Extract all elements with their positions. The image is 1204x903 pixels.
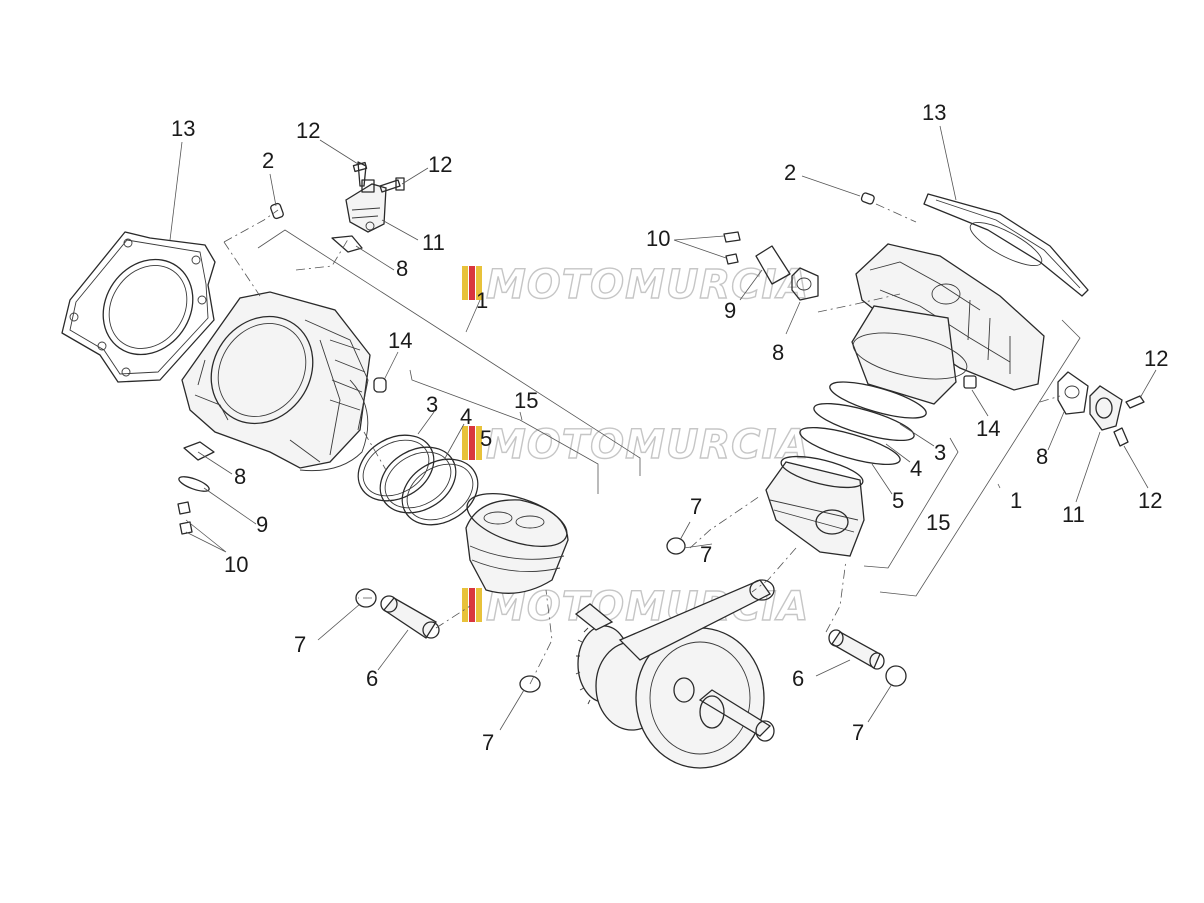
tensioner-right [1089,385,1123,431]
piston-right [765,455,865,557]
callout-3-left: 3 [426,392,438,417]
bolt-12-left-a [352,161,368,187]
bolt-12-right-b [1113,427,1129,447]
callout-12-left-b: 12 [428,152,452,177]
callout-9-left: 9 [256,512,268,537]
assembly-lines [223,203,1061,685]
callout-4-left: 4 [460,404,472,429]
head-gasket-left [61,231,216,383]
circlip-7-right-b [885,665,907,687]
cylinder-right [851,243,1045,405]
callout-11-left: 11 [422,230,445,255]
callout-7-right-c: 7 [852,720,864,745]
tensioner-left [345,179,387,233]
watermark-text: MOTOMURCIA [486,422,809,468]
callout-7-left-a: 7 [294,632,306,657]
callout-13-right: 13 [922,100,946,125]
watermark-text: MOTOMURCIA [486,584,809,630]
bracket-15-left [409,369,599,494]
cylinder-left [181,291,371,472]
callout-7-left-b: 7 [482,730,494,755]
callout-10-left: 10 [224,552,248,577]
dowel-pin-right [860,192,875,205]
callout-12-right-a: 12 [1144,346,1168,371]
callout-6-left: 6 [366,666,378,691]
piston-rings-right [799,381,927,466]
callout-13-left: 13 [171,116,195,141]
gasket-9-left [178,476,210,492]
watermark-flag-icon [462,266,468,300]
watermark-flag-icon [462,588,468,622]
bracket-15-right [863,437,959,569]
circlip-7-right-a [666,537,686,555]
callout-2-right: 2 [784,160,796,185]
callout-12-right-b: 12 [1138,488,1162,513]
bolt-12-right-a [1125,395,1145,409]
callout-7-right-b: 7 [700,542,712,567]
gasket-8-right-side [1057,371,1089,415]
callout-8-right-side: 8 [1036,444,1048,469]
piston-rings-left [357,434,479,526]
callout-8-left-top: 8 [396,256,408,281]
piston-pin-right [828,629,885,670]
bolts-10-right [723,231,741,265]
callout-1-right: 1 [1010,488,1022,513]
gasket-9-right [755,245,791,285]
callout-2-left: 2 [262,148,274,173]
piston-pin-left [380,595,440,639]
bolts-10-left [177,501,193,535]
dowel-14-right [963,375,977,389]
callout-12-left-a: 12 [296,118,320,143]
callout-11-right: 11 [1062,502,1085,527]
head-gasket-right [923,193,1089,297]
watermark-text: MOTOMURCIA [486,262,809,308]
callout-6-right: 6 [792,666,804,691]
callout-10-right: 10 [646,226,670,251]
callout-4-right: 4 [910,456,922,481]
circlip-7-left-a [355,588,377,608]
callout-14-left: 14 [388,328,412,353]
callout-labels: 13 2 12 12 11 8 1 14 3 4 5 15 8 9 10 7 6… [171,100,1168,755]
gasket-8-right-top [791,267,819,301]
circlip-7-left-b [519,675,541,693]
dowel-pin-left [270,202,284,220]
gasket-8-left-lower [183,441,215,461]
callout-14-right: 14 [976,416,1000,441]
watermark-middle: MOTOMURCIA [462,421,809,469]
watermark-bottom: MOTOMURCIA [462,583,809,631]
callout-5-left: 5 [480,426,492,451]
dowel-14-left [373,377,387,393]
gasket-8-left-top [331,235,363,253]
callout-9-right: 9 [724,298,736,323]
callout-7-right-a: 7 [690,494,702,519]
callout-3-right: 3 [934,440,946,465]
piston-left [465,492,569,594]
bracket-1-right [879,319,1081,597]
watermark-flag-icon [462,426,468,460]
crankshaft [574,579,775,769]
bolt-12-left-b [379,177,405,193]
callout-8-left-lower: 8 [234,464,246,489]
callout-5-right: 5 [892,488,904,513]
bracket-1-left [257,229,641,476]
callout-1-left: 1 [476,288,488,313]
callout-8-right-top: 8 [772,340,784,365]
watermark-top: MOTOMURCIA [462,261,809,309]
callout-15-right: 15 [926,510,950,535]
leader-lines [169,125,1157,731]
callout-15-left: 15 [514,388,538,413]
